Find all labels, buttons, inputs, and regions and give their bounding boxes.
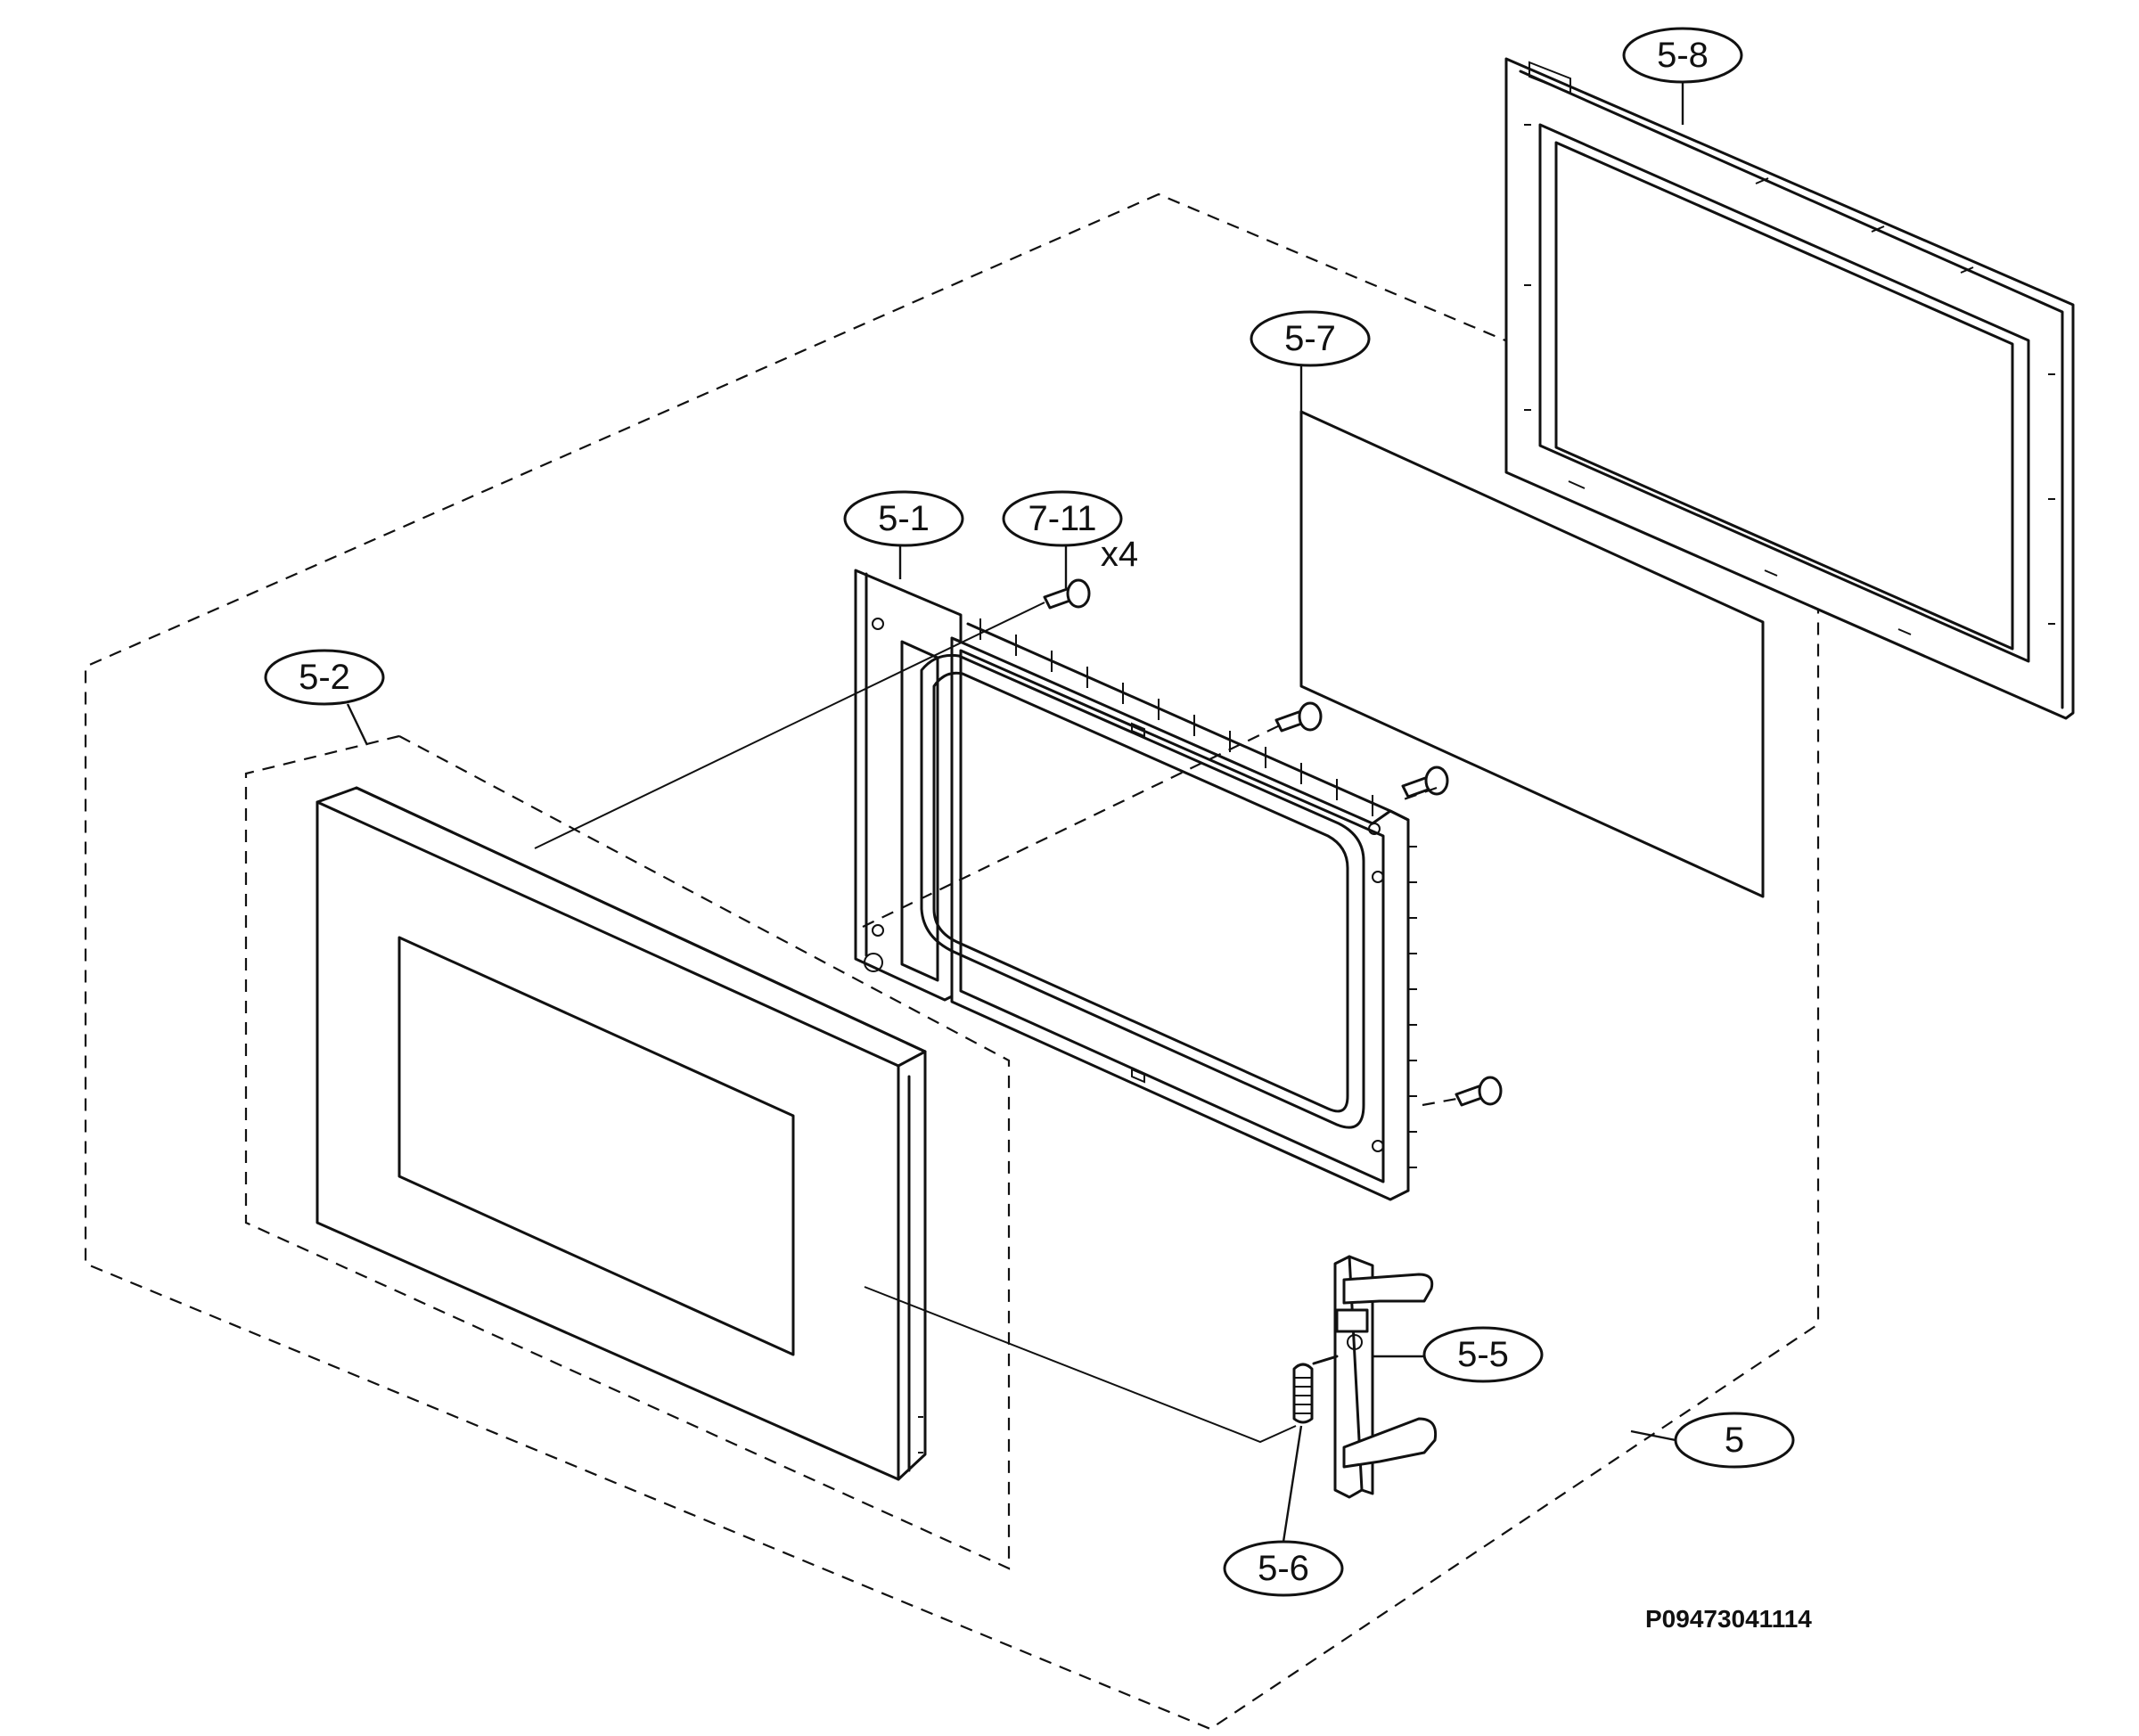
svg-text:5-7: 5-7 (1284, 319, 1336, 358)
svg-text:5-5: 5-5 (1457, 1335, 1509, 1374)
leader-5 (1630, 1429, 1676, 1442)
svg-text:5: 5 (1725, 1421, 1744, 1460)
drawing-code: P09473041114 (1645, 1605, 1812, 1633)
guide-line-3 (864, 1286, 1297, 1444)
callout-5-1: 5-1 (843, 490, 964, 547)
guide-line-4 (1422, 1096, 1463, 1107)
leader-5-6 (1282, 1425, 1303, 1543)
leader-5-2 (346, 703, 369, 746)
quantity-note: x4 (1101, 535, 1138, 574)
screen-plate-5-7 (1299, 410, 1765, 898)
svg-text:5-6: 5-6 (1258, 1549, 1309, 1588)
callout-7-11: 7-11 (1002, 490, 1123, 547)
front-panel-boundary-dashed (244, 734, 1011, 1570)
callout-5-5: 5-5 (1422, 1326, 1544, 1383)
guide-line-2 (862, 723, 1284, 928)
svg-text:5-2: 5-2 (299, 658, 350, 697)
callout-5-7: 5-7 (1250, 310, 1371, 367)
spring-5-6 (1292, 1355, 1339, 1424)
door-inner-frame-5-1 (854, 569, 1417, 1201)
svg-text:7-11: 7-11 (1028, 499, 1096, 538)
callout-5: 5 (1674, 1412, 1795, 1469)
guide-line-5 (1400, 786, 1438, 802)
screw-7-11-b (1274, 701, 1323, 733)
callout-5-8: 5-8 (1622, 27, 1743, 84)
screw-7-11-a (1043, 578, 1091, 610)
callout-5-2: 5-2 (264, 649, 385, 706)
door-frame-5-8 (1504, 57, 2075, 720)
svg-text:5-1: 5-1 (878, 499, 930, 538)
guide-line-1 (534, 602, 1045, 849)
screw-7-11-c (1401, 766, 1449, 798)
callout-5-6: 5-6 (1223, 1540, 1344, 1597)
svg-text:5-8: 5-8 (1657, 36, 1709, 75)
door-front-panel-5-2 (316, 786, 927, 1481)
screw-7-11-d (1455, 1076, 1503, 1107)
latch-hook-5-5 (1333, 1255, 1438, 1499)
